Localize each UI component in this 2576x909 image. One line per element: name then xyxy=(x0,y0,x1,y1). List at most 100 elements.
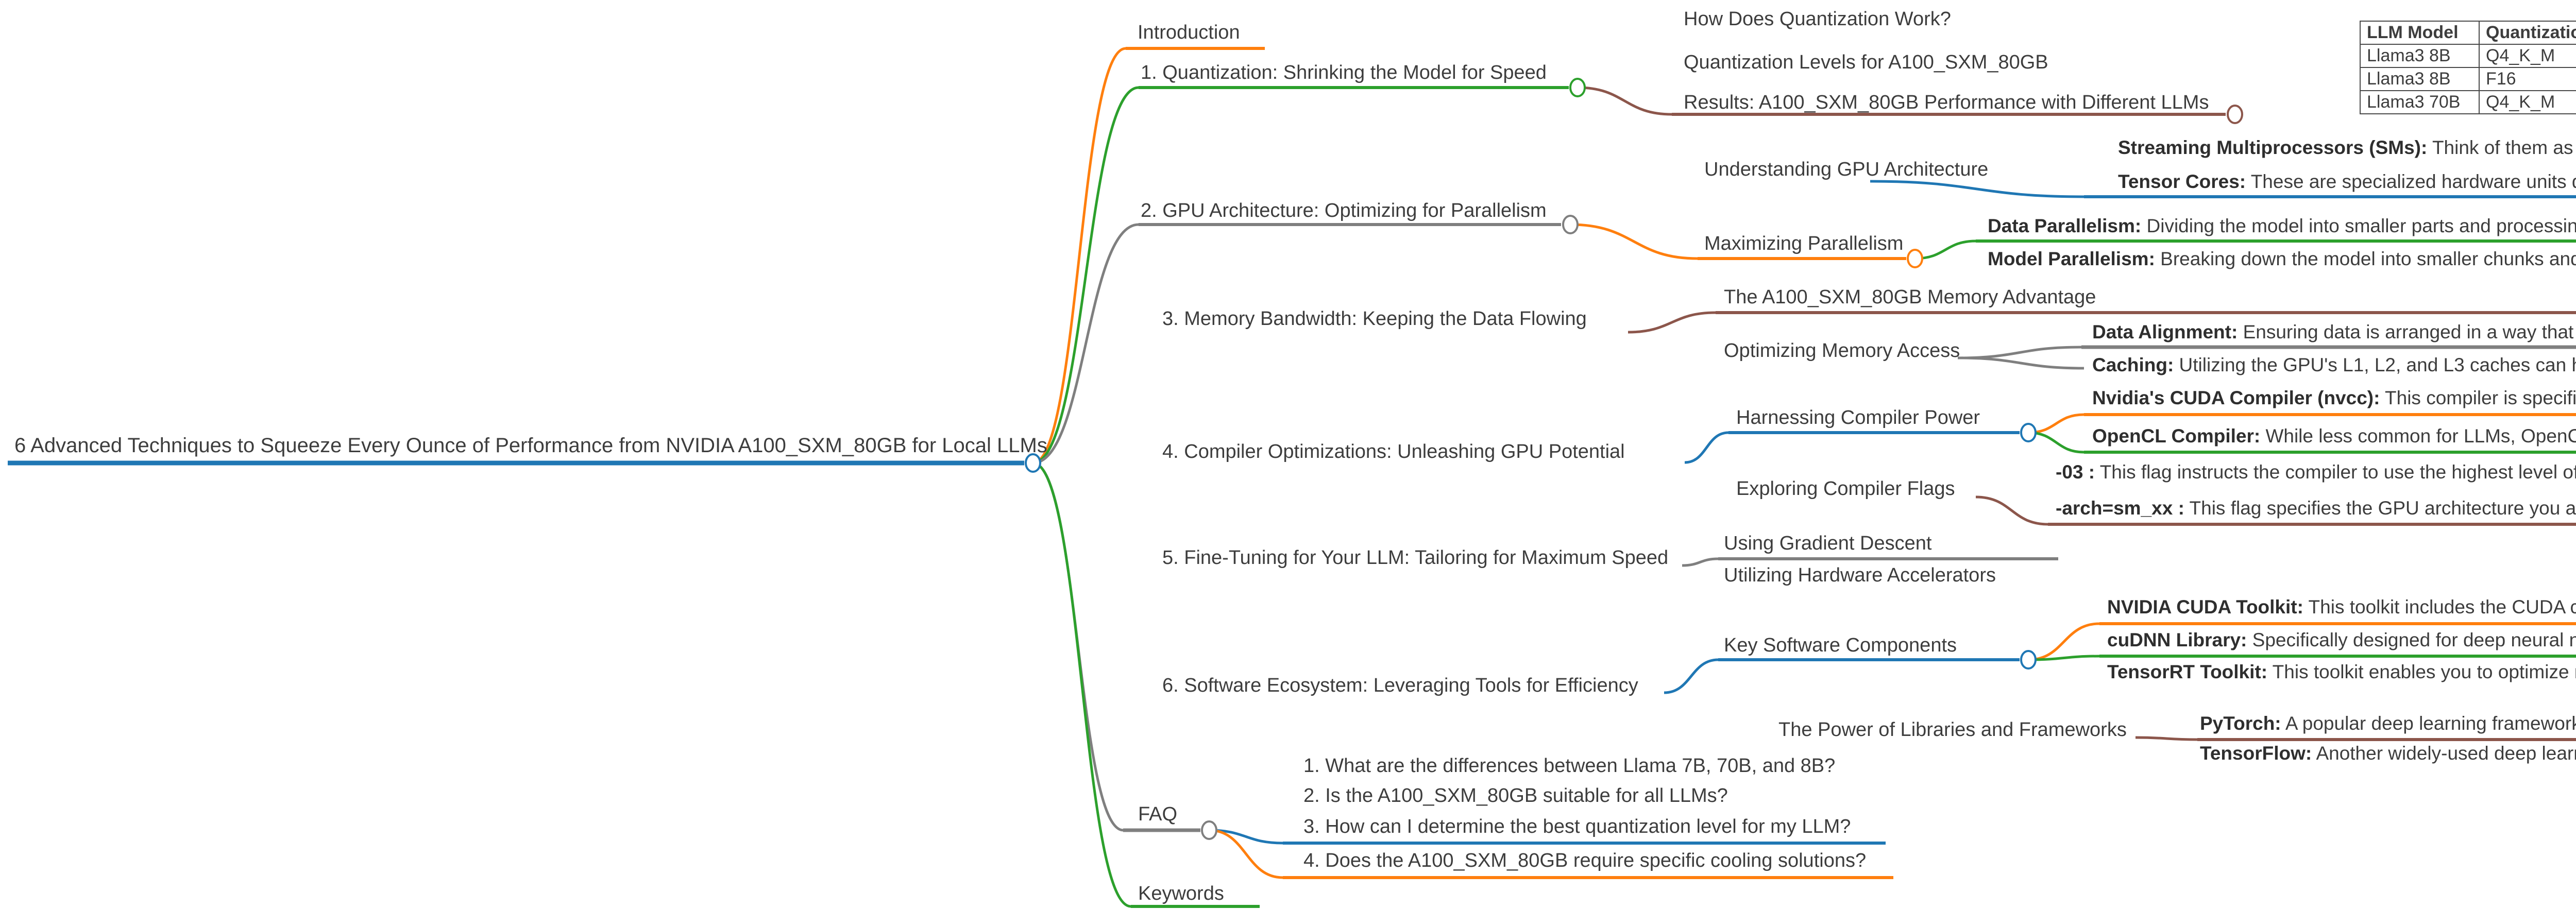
toggle-circle-results-performance[interactable] xyxy=(2227,105,2243,124)
node-faq-q4-text: 4. Does the A100_SXM_80GB require specif… xyxy=(1303,850,1867,871)
node-memory-bandwidth-text: 3. Memory Bandwidth: Keeping the Data Fl… xyxy=(1162,308,1587,330)
node-quantization-levels-text: Quantization Levels for A100_SXM_80GB xyxy=(1684,52,2048,73)
node-introduction-text: Introduction xyxy=(1138,22,1240,43)
toggle-circle-key-software-components[interactable] xyxy=(2020,650,2037,670)
node-flag-arch-text: This flag specifies the GPU architecture… xyxy=(2189,498,2576,519)
toggle-circle-root[interactable] xyxy=(1025,453,1041,473)
node-caching: Caching: Utilizing the GPU's L1, L2, and… xyxy=(2092,354,2576,376)
node-exploring-compiler-flags-text: Exploring Compiler Flags xyxy=(1736,478,1955,500)
node-maximizing-parallelism-text: Maximizing Parallelism xyxy=(1704,233,1904,254)
node-nvidia-cuda-toolkit-text: This toolkit includes the CUDA compiler,… xyxy=(2308,596,2576,618)
node-faq[interactable]: FAQ xyxy=(1138,803,1177,826)
node-fine-tuning[interactable]: 5. Fine-Tuning for Your LLM: Tailoring f… xyxy=(1162,547,1668,570)
node-root[interactable]: 6 Advanced Techniques to Squeeze Every O… xyxy=(14,434,1047,457)
node-introduction[interactable]: Introduction xyxy=(1138,22,1240,44)
node-streaming-multiprocessors: Streaming Multiprocessors (SMs): Think o… xyxy=(2118,137,2576,159)
node-root-text: 6 Advanced Techniques to Squeeze Every O… xyxy=(14,434,1047,457)
node-maximizing-parallelism[interactable]: Maximizing Parallelism xyxy=(1704,233,1903,255)
edge-compiler-to-harnessing xyxy=(1684,431,1729,464)
toggle-circle-harnessing-compiler-power[interactable] xyxy=(2020,423,2037,442)
node-faq-q1-text: 1. What are the differences between Llam… xyxy=(1303,755,1836,777)
node-harnessing-compiler-power[interactable]: Harnessing Compiler Power xyxy=(1736,407,1980,430)
node-fine-tuning-text: 5. Fine-Tuning for Your LLM: Tailoring f… xyxy=(1162,547,1669,569)
node-model-parallelism-text: Breaking down the model into smaller chu… xyxy=(2160,248,2576,269)
node-opencl-compiler-term: OpenCL Compiler: xyxy=(2092,425,2261,447)
node-compiler-optimizations[interactable]: 4. Compiler Optimizations: Unleashing GP… xyxy=(1162,441,1625,464)
node-exploring-compiler-flags[interactable]: Exploring Compiler Flags xyxy=(1736,478,1955,501)
node-cudnn-library: cuDNN Library: Specifically designed for… xyxy=(2107,629,2576,651)
node-key-software-components[interactable]: Key Software Components xyxy=(1724,634,1957,657)
node-harnessing-compiler-power-text: Harnessing Compiler Power xyxy=(1736,407,1980,428)
node-faq-q3: 3. How can I determine the best quantiza… xyxy=(1303,816,1851,838)
toggle-circle-gpu-architecture[interactable] xyxy=(1562,215,1579,234)
node-gpu-architecture-text: 2. GPU Architecture: Optimizing for Para… xyxy=(1141,200,1547,221)
node-caching-term: Caching: xyxy=(2092,354,2174,375)
toggle-circle-faq[interactable] xyxy=(1201,820,1217,840)
toggle-circle-quantization[interactable] xyxy=(1569,78,1586,97)
node-optimizing-memory-access[interactable]: Optimizing Memory Access xyxy=(1724,340,1960,363)
edge-software-to-key-components xyxy=(1664,658,1719,694)
node-tensorrt-toolkit-term: TensorRT Toolkit: xyxy=(2107,661,2268,682)
node-data-parallelism-text: Dividing the model into smaller parts an… xyxy=(2146,215,2576,236)
node-faq-q2-text: 2. Is the A100_SXM_80GB suitable for all… xyxy=(1303,785,1728,807)
table-cell: Llama3 8B xyxy=(2360,44,2480,68)
node-nvcc-compiler-term: Nvidia's CUDA Compiler (nvcc): xyxy=(2092,387,2380,408)
node-quantization[interactable]: 1. Quantization: Shrinking the Model for… xyxy=(1141,62,1547,84)
node-tensorflow-text: Another widely-used deep learning framew… xyxy=(2316,743,2576,764)
performance-table: LLM ModelQuantizationTokens/SecondLlama3… xyxy=(2360,21,2576,114)
node-model-parallelism: Model Parallelism: Breaking down the mod… xyxy=(1988,248,2576,270)
edge-root-to-gpu-architecture xyxy=(1032,223,1139,465)
node-streaming-multiprocessors-term: Streaming Multiprocessors (SMs): xyxy=(2118,137,2428,158)
node-model-parallelism-term: Model Parallelism: xyxy=(1988,248,2155,269)
node-keywords[interactable]: Keywords xyxy=(1138,883,1224,905)
node-compiler-optimizations-text: 4. Compiler Optimizations: Unleashing GP… xyxy=(1162,441,1625,462)
toggle-circle-maximizing-parallelism[interactable] xyxy=(1907,249,1923,268)
node-gpu-architecture[interactable]: 2. GPU Architecture: Optimizing for Para… xyxy=(1141,200,1547,222)
node-tensorrt-toolkit-text: This toolkit enables you to optimize mod… xyxy=(2272,661,2576,682)
node-power-of-libraries-text: The Power of Libraries and Frameworks xyxy=(1778,719,2127,741)
node-power-of-libraries[interactable]: The Power of Libraries and Frameworks xyxy=(1778,719,2127,742)
table-cell: Q4_K_M xyxy=(2479,90,2576,114)
edge-gpu-to-maximizing xyxy=(1570,223,1698,260)
table-row: Llama3 8BF1653.18 xyxy=(2360,67,2576,91)
node-pytorch-term: PyTorch: xyxy=(2200,713,2281,734)
node-software-ecosystem[interactable]: 6. Software Ecosystem: Leveraging Tools … xyxy=(1162,675,1638,697)
node-memory-bandwidth[interactable]: 3. Memory Bandwidth: Keeping the Data Fl… xyxy=(1162,308,1587,331)
node-tensorflow-term: TensorFlow: xyxy=(2200,743,2312,764)
node-pytorch: PyTorch: A popular deep learning framewo… xyxy=(2200,713,2576,735)
node-flag-o3-text: This flag instructs the compiler to use … xyxy=(2099,461,2576,483)
node-results-performance[interactable]: Results: A100_SXM_80GB Performance with … xyxy=(1684,92,2209,114)
node-faq-q2: 2. Is the A100_SXM_80GB suitable for all… xyxy=(1303,785,1728,808)
edge-faq-to-q4 xyxy=(1209,829,1283,879)
edge-optimizing-to-caching xyxy=(1957,356,2084,370)
edge-maximizing-to-data-parallelism xyxy=(1914,239,1976,260)
node-data-alignment: Data Alignment: Ensuring data is arrange… xyxy=(2092,321,2576,344)
edge-root-to-keywords xyxy=(1032,461,1131,908)
node-data-alignment-text: Ensuring data is arranged in a way that … xyxy=(2243,321,2576,342)
node-understanding-gpu-architecture-text: Understanding GPU Architecture xyxy=(1704,159,1989,180)
node-flag-arch-term: -arch=sm_xx : xyxy=(2056,498,2184,519)
node-data-alignment-term: Data Alignment: xyxy=(2092,321,2238,342)
node-memory-advantage: The A100_SXM_80GB Memory Advantage xyxy=(1724,286,2096,309)
node-utilizing-hardware-accelerators: Utilizing Hardware Accelerators xyxy=(1724,564,1996,587)
node-faq-q3-text: 3. How can I determine the best quantiza… xyxy=(1303,816,1851,837)
node-data-parallelism-term: Data Parallelism: xyxy=(1988,215,2142,236)
node-flag-o3-term: -03 : xyxy=(2056,461,2095,483)
node-faq-text: FAQ xyxy=(1138,803,1178,825)
node-using-gradient-descent-text: Using Gradient Descent xyxy=(1724,533,1932,554)
node-how-does-quantization-work: How Does Quantization Work? xyxy=(1684,8,1951,31)
edge-key-components-to-cuda-toolkit xyxy=(2028,622,2100,661)
node-tensorflow: TensorFlow: Another widely-used deep lea… xyxy=(2200,743,2576,765)
edge-optimizing-to-data-alignment xyxy=(1957,346,2082,359)
node-using-gradient-descent: Using Gradient Descent xyxy=(1724,533,1931,555)
node-software-ecosystem-text: 6. Software Ecosystem: Leveraging Tools … xyxy=(1162,675,1638,696)
node-flag-arch: -arch=sm_xx : This flag specifies the GP… xyxy=(2056,498,2576,520)
edge-root-to-introduction xyxy=(1032,47,1126,465)
node-understanding-gpu-architecture[interactable]: Understanding GPU Architecture xyxy=(1704,159,1988,181)
node-how-does-quantization-work-text: How Does Quantization Work? xyxy=(1684,8,1951,30)
table-header-cell: LLM Model xyxy=(2360,21,2480,45)
